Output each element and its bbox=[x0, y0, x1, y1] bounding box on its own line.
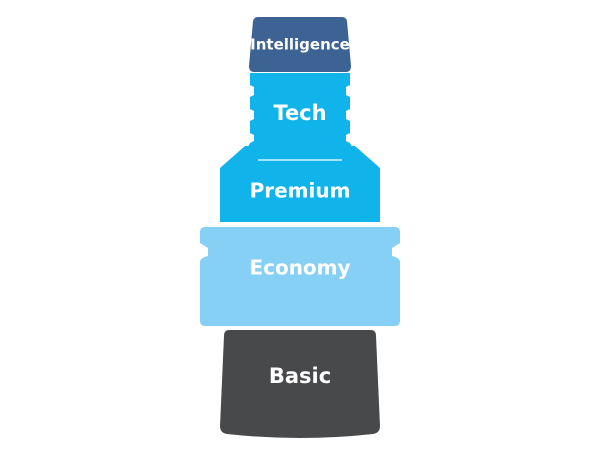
tier-tech-shape bbox=[248, 73, 352, 147]
tier-economy-shape bbox=[200, 227, 400, 326]
tier-premium-label: Premium bbox=[250, 179, 351, 203]
tier-intelligence-label: Intelligence bbox=[250, 36, 350, 54]
tier-tech-label: Tech bbox=[273, 101, 326, 125]
tier-economy-label: Economy bbox=[249, 256, 350, 280]
tier-basic-label: Basic bbox=[269, 364, 331, 388]
tier-premium-shape bbox=[220, 146, 380, 222]
tier-basic-shape bbox=[220, 330, 380, 438]
tier-intelligence-shape bbox=[249, 17, 351, 72]
